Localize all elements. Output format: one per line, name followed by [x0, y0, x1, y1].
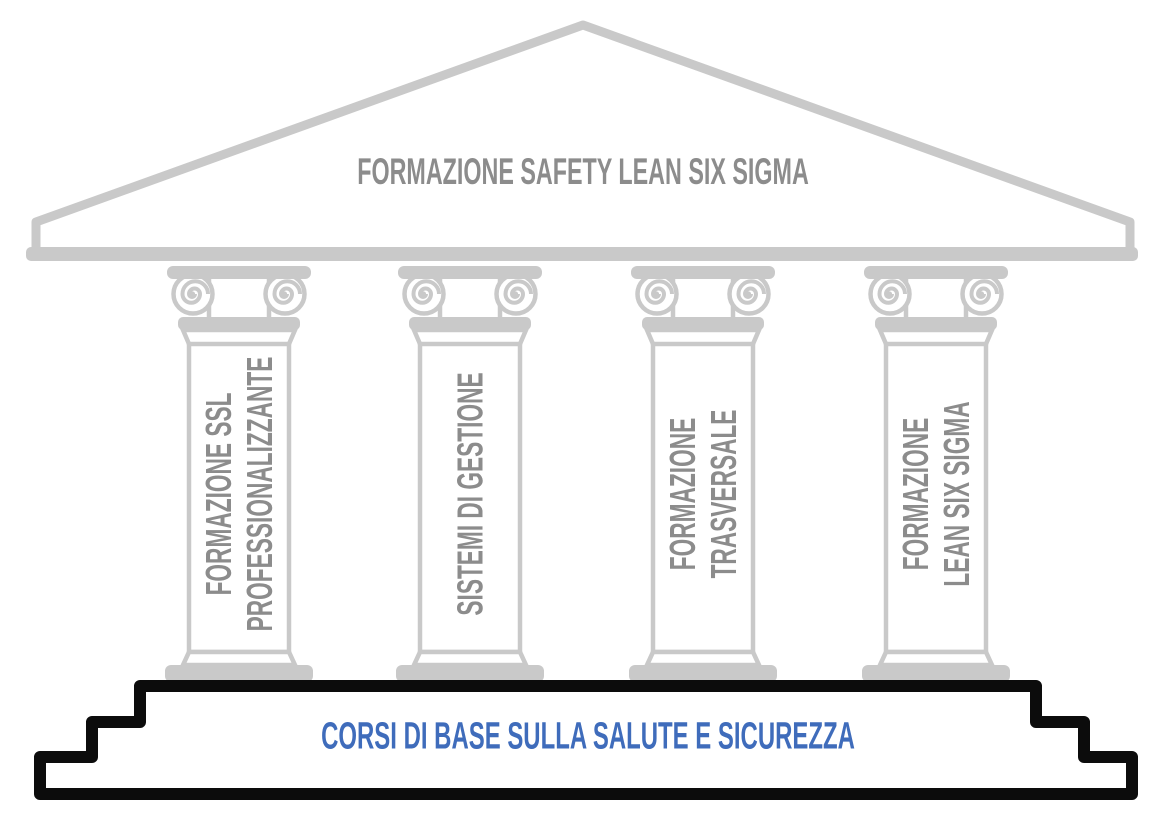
entablature-beam: [26, 247, 1138, 261]
pillar-label-line: SISTEMI DI GESTIONE: [449, 372, 491, 616]
pillar-label-formazione-lean-six-sigma: FORMAZIONE LEAN SIX SIGMA: [895, 401, 977, 586]
pediment-title: FORMAZIONE SAFETY LEAN SIX SIGMA: [357, 151, 809, 192]
pillar-label-sistemi-di-gestione: SISTEMI DI GESTIONE: [450, 372, 491, 615]
pillar-label-line: FORMAZIONE: [895, 417, 936, 571]
pillar-label-formazione-ssl-professionalizzante: FORMAZIONE SSL PROFESSIONALIZZANTE: [198, 357, 280, 632]
pillar-label-formazione-trasversale: FORMAZIONE TRASVERSALE: [662, 410, 744, 579]
pillar-label-line: LEAN SIX SIGMA: [936, 401, 977, 587]
stylobate-steps: [34, 680, 1138, 800]
pillar-label-line: TRASVERSALE: [703, 409, 744, 579]
pillar-label-line: PROFESSIONALIZZANTE: [239, 356, 280, 632]
base-title: CORSI DI BASE SULLA SALUTE E SICUREZZA: [321, 715, 855, 758]
pillar-label-line: FORMAZIONE SSL: [198, 392, 239, 596]
pediment-roof: [31, 20, 1135, 258]
pillar-label-line: FORMAZIONE: [662, 417, 703, 571]
